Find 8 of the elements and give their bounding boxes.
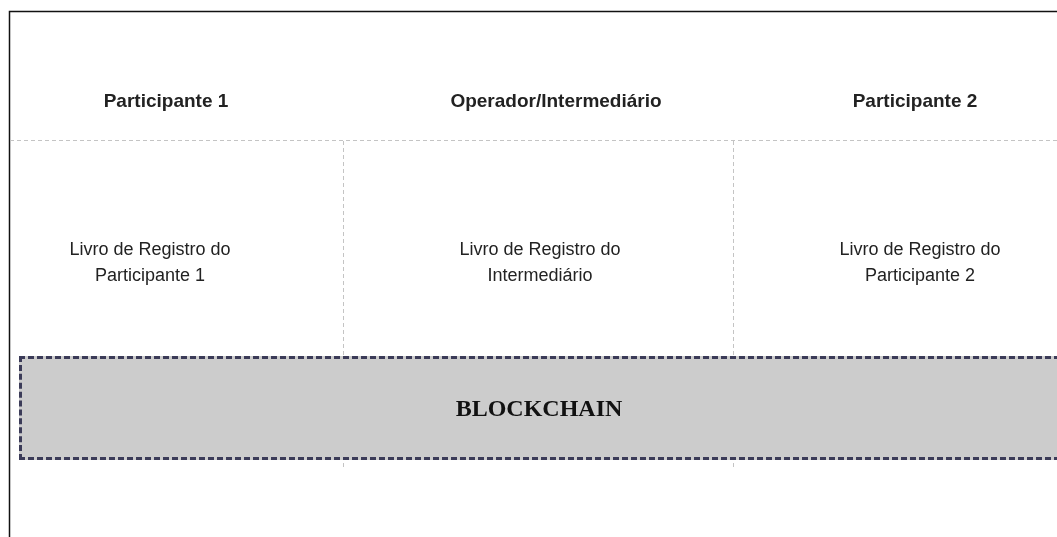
band-title: BLOCKCHAIN xyxy=(455,394,623,422)
column-heading: Operador/Intermediário xyxy=(449,89,663,113)
column-heading: Participante 2 xyxy=(851,89,979,113)
ledger-label: Livro de Registro do Participante 2 xyxy=(838,238,1002,287)
ledger-label: Livro de Registro do Participante 1 xyxy=(68,238,232,287)
column-heading: Participante 1 xyxy=(102,89,230,113)
ledger-label: Livro de Registro do Intermediário xyxy=(458,238,622,287)
blockchain-band xyxy=(19,356,1057,460)
